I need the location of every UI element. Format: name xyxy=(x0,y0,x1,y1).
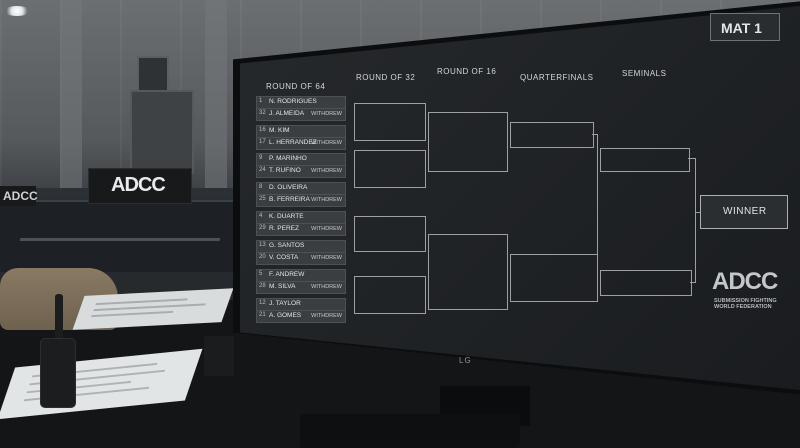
banner-text: ADCC xyxy=(111,174,166,196)
bracket-slot xyxy=(354,103,426,141)
competitor-name: F. ANDREW xyxy=(269,271,305,278)
competitor-name: M. KIM xyxy=(269,127,290,134)
seed-number: 32 xyxy=(259,110,266,116)
entry-status: WITHDREW xyxy=(311,111,342,117)
seed-number: 8 xyxy=(259,184,263,190)
seed-number: 12 xyxy=(259,300,266,306)
warehouse-door xyxy=(130,90,194,174)
bracket-slot xyxy=(428,234,508,310)
mat-badge: MAT 1 xyxy=(710,13,780,41)
competitor-name: P. MARINHO xyxy=(269,155,307,162)
bracket-slot xyxy=(510,254,598,302)
round-label: QUARTERFINALS xyxy=(520,73,594,82)
bracket-slot xyxy=(428,112,508,172)
entry-status: WITHDREW xyxy=(311,284,342,290)
competitor-name: T. RUFINO xyxy=(269,167,301,174)
round-label: SEMINALS xyxy=(622,69,667,78)
bracket-slot xyxy=(600,148,690,172)
seed-number: 4 xyxy=(259,213,263,219)
seed-number: 28 xyxy=(259,283,266,289)
seed-number: 13 xyxy=(259,242,266,248)
pillar xyxy=(60,0,82,200)
seed-number: 1 xyxy=(259,98,263,104)
seed-number: 5 xyxy=(259,271,263,277)
competitor-name: K. DUARTE xyxy=(269,213,304,220)
competitor-name: A. GOMES xyxy=(269,312,302,319)
bracket-slot xyxy=(354,216,426,252)
adcc-banner-left: ADCC xyxy=(0,186,38,206)
bracket-slot xyxy=(354,150,426,188)
round-label: ROUND OF 32 xyxy=(356,73,416,82)
winner-label: WINNER xyxy=(723,206,767,217)
competitor-name: J. TAYLOR xyxy=(269,300,301,307)
competitor-name: J. ALMEIDA xyxy=(269,110,305,117)
seed-number: 9 xyxy=(259,155,263,161)
competitor-name: G. SANTOS xyxy=(269,242,305,249)
seed-number: 21 xyxy=(259,312,266,318)
winner-box: WINNER xyxy=(700,195,788,229)
cable-box xyxy=(204,336,234,376)
competitor-name: B. FERREIRA xyxy=(269,196,310,203)
entry-status: WITHDREW xyxy=(311,226,342,232)
monitor-brand: LG xyxy=(459,356,472,365)
adcc-subtitle: SUBMISSION FIGHTING WORLD FEDERATION xyxy=(714,298,777,310)
ceiling-lamp xyxy=(4,6,30,16)
seed-number: 17 xyxy=(259,139,266,145)
competitor-name: D. OLIVEIRA xyxy=(269,184,308,191)
seed-number: 29 xyxy=(259,225,266,231)
mat-label: MAT 1 xyxy=(721,20,762,36)
competitor-name: M. SILVA xyxy=(269,283,296,290)
banner-small-text: ADCC xyxy=(3,189,38,203)
adcc-banner: ADCC xyxy=(88,168,192,204)
entry-status: WITHDREW xyxy=(311,197,342,203)
seed-number: 16 xyxy=(259,127,266,133)
radio-antenna xyxy=(55,294,63,340)
mat-line xyxy=(19,238,221,241)
competitor-name: L. HERRANDEZ xyxy=(269,139,317,146)
monitor-base xyxy=(300,414,520,448)
competitor-name: R. PEREZ xyxy=(269,225,299,232)
entry-status: WITHDREW xyxy=(311,168,342,174)
competitor-name: N. RODRIGUES xyxy=(269,98,317,105)
bracket-slot xyxy=(354,276,426,314)
adcc-logo: ADCC xyxy=(712,268,778,295)
bracket-slot xyxy=(600,270,692,296)
bracket-slot xyxy=(510,122,594,148)
pillar xyxy=(205,0,227,200)
competitor-name: V. COSTA xyxy=(269,254,299,261)
round-label: ROUND OF 16 xyxy=(437,67,497,76)
seed-number: 25 xyxy=(259,196,266,202)
round-label: ROUND OF 64 xyxy=(266,82,326,91)
entry-status: WITHDREW xyxy=(311,255,342,261)
seed-number: 20 xyxy=(259,254,266,260)
seed-number: 24 xyxy=(259,167,266,173)
entry-status: WITHDREW xyxy=(311,313,342,319)
entry-status: WITHDREW xyxy=(311,140,342,146)
walkie-talkie xyxy=(40,338,76,408)
